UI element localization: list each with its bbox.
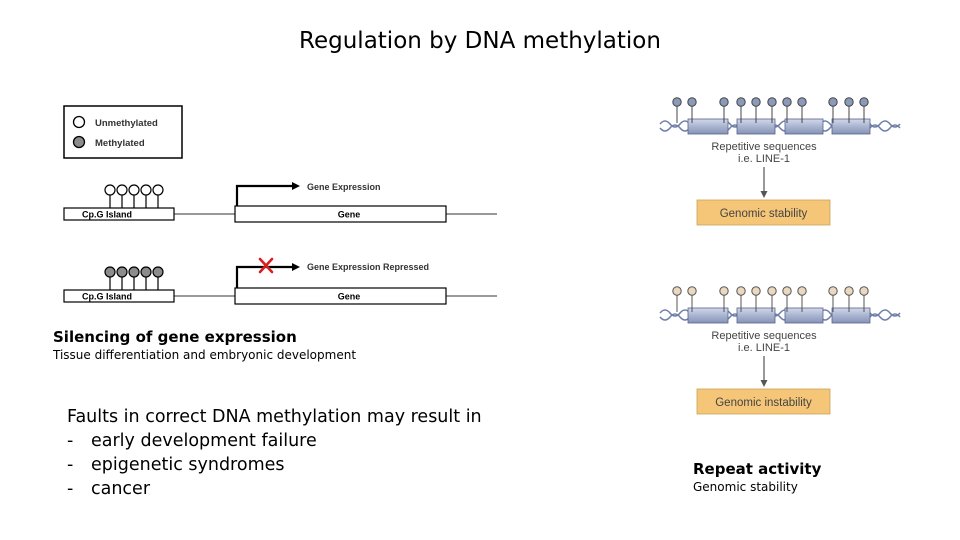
methylated-cpg-sites (104, 266, 164, 290)
repeat-seq-label-line2: i.e. LINE-1 (738, 153, 790, 165)
repressed-x-icon (258, 257, 274, 274)
left-caption-title: Silencing of gene expression (53, 328, 297, 346)
legend-unmethylated-icon (72, 115, 86, 129)
gene-label: Gene (338, 210, 361, 220)
repeat-panel-methylated: Repetitive sequences i.e. LINE-1 Genomic… (659, 97, 901, 226)
outcome-label: Genomic instability (715, 397, 812, 409)
legend-methylated-icon (72, 135, 86, 149)
methylated-lollipops (672, 97, 869, 123)
cpg-island-box (63, 207, 175, 221)
right-caption-title: Repeat activity (693, 460, 822, 478)
repeat-seq-label-line2: i.e. LINE-1 (738, 342, 790, 354)
repeat-element-boxes (687, 307, 871, 324)
gene-label: Gene (338, 292, 361, 302)
slide-title: Regulation by DNA methylation (299, 28, 661, 54)
gene-box (234, 205, 447, 223)
faults-list-item: -early development failure (67, 431, 317, 451)
outcome-label: Genomic stability (720, 208, 808, 220)
repeat-panel-unmethylated: Repetitive sequences i.e. LINE-1 Genomic… (659, 286, 901, 415)
row-repressed: Cp.G Island Gene Gene Expression Repress… (63, 257, 497, 305)
down-arrow-icon (760, 356, 768, 387)
faults-block: Faults in correct DNA methylation may re… (67, 405, 482, 501)
gene-box (234, 287, 447, 305)
repressed-arrow-icon (235, 263, 300, 288)
repeat-seq-label-line1: Repetitive sequences (711, 141, 817, 153)
outcome-box (696, 388, 831, 415)
cpg-island-box (63, 289, 175, 303)
unmethylated-cpg-sites (104, 184, 164, 208)
repeat-seq-label-line1: Repetitive sequences (711, 330, 817, 342)
cpg-island-label: Cp.G Island (82, 292, 132, 302)
cpg-island-label: Cp.G Island (82, 210, 132, 220)
faults-list-item: -epigenetic syndromes (67, 455, 285, 475)
legend-unmethylated-label: Unmethylated (95, 118, 158, 129)
unmethylated-lollipops (672, 286, 869, 312)
row-expressed: Cp.G Island Gene Gene Expression (63, 182, 497, 223)
outcome-box (696, 199, 831, 226)
faults-list-item: -cancer (67, 479, 151, 499)
expression-arrow-icon (235, 182, 300, 206)
right-caption-subtitle: Genomic stability (693, 480, 798, 494)
faults-intro: Faults in correct DNA methylation may re… (67, 407, 482, 427)
left-caption-subtitle: Tissue differentiation and embryonic dev… (53, 348, 357, 362)
repressed-label: Gene Expression Repressed (307, 262, 429, 272)
expression-label: Gene Expression (307, 182, 381, 192)
down-arrow-icon (760, 167, 768, 198)
legend-box: Unmethylated Methylated (63, 105, 183, 159)
legend-methylated-label: Methylated (95, 138, 145, 149)
